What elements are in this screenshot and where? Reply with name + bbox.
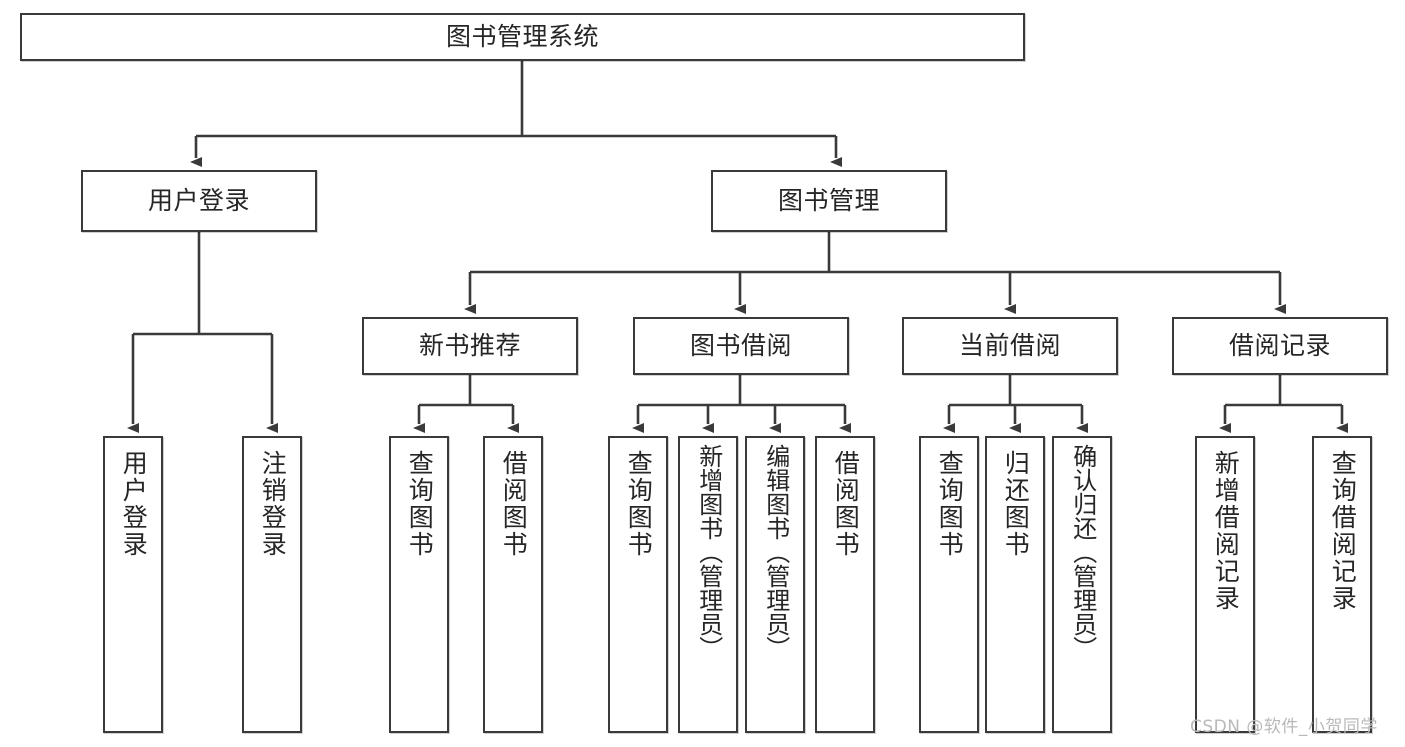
- node-book-manage[interactable]: 图书管理: [711, 170, 947, 232]
- node-leaf-query-book-2-label: 查询图书: [624, 450, 654, 558]
- node-leaf-user-logout-label: 注销登录: [258, 450, 288, 558]
- node-leaf-user-login[interactable]: 用户登录: [103, 436, 163, 733]
- node-leaf-borrow-book-2-label: 借阅图书: [831, 450, 861, 558]
- node-leaf-add-record-label: 新增借阅记录: [1211, 450, 1241, 612]
- node-leaf-query-book-3[interactable]: 查询图书: [919, 436, 979, 733]
- node-leaf-query-book-2[interactable]: 查询图书: [608, 436, 668, 733]
- node-leaf-return-book-label: 归还图书: [1001, 450, 1031, 558]
- node-current-borrow-label: 当前借阅: [958, 331, 1061, 360]
- node-leaf-confirm-return-label: 确认归还（管理员）: [1068, 444, 1097, 660]
- node-new-book-recommend-label: 新书推荐: [418, 331, 521, 360]
- node-leaf-query-record[interactable]: 查询借阅记录: [1312, 436, 1372, 733]
- node-root[interactable]: 图书管理系统: [20, 13, 1025, 61]
- node-book-manage-label: 图书管理: [777, 186, 880, 215]
- node-leaf-borrow-book-1-label: 借阅图书: [499, 450, 529, 558]
- node-borrow-record-label: 借阅记录: [1228, 331, 1331, 360]
- node-leaf-add-record[interactable]: 新增借阅记录: [1195, 436, 1255, 733]
- node-leaf-query-book-1[interactable]: 查询图书: [389, 436, 449, 733]
- csdn-watermark: CSDN @软件_小贺同学: [1190, 717, 1378, 737]
- node-leaf-edit-book-label: 编辑图书（管理员）: [761, 444, 790, 660]
- node-book-borrow[interactable]: 图书借阅: [633, 317, 849, 375]
- node-leaf-query-book-3-label: 查询图书: [935, 450, 965, 558]
- node-root-label: 图书管理系统: [445, 22, 599, 51]
- node-leaf-user-login-label: 用户登录: [119, 450, 149, 558]
- node-leaf-query-record-label: 查询借阅记录: [1328, 450, 1358, 612]
- node-user-login-label: 用户登录: [147, 186, 250, 215]
- node-leaf-confirm-return[interactable]: 确认归还（管理员）: [1052, 436, 1112, 733]
- node-leaf-user-logout[interactable]: 注销登录: [242, 436, 302, 733]
- node-leaf-borrow-book-2[interactable]: 借阅图书: [815, 436, 875, 733]
- node-current-borrow[interactable]: 当前借阅: [902, 317, 1118, 375]
- node-leaf-return-book[interactable]: 归还图书: [985, 436, 1045, 733]
- node-new-book-recommend[interactable]: 新书推荐: [362, 317, 578, 375]
- node-leaf-query-book-1-label: 查询图书: [405, 450, 435, 558]
- node-leaf-edit-book[interactable]: 编辑图书（管理员）: [745, 436, 805, 733]
- node-leaf-borrow-book-1[interactable]: 借阅图书: [483, 436, 543, 733]
- node-leaf-add-book-label: 新增图书（管理员）: [694, 444, 723, 660]
- node-borrow-record[interactable]: 借阅记录: [1172, 317, 1388, 375]
- node-book-borrow-label: 图书借阅: [689, 331, 792, 360]
- node-user-login[interactable]: 用户登录: [81, 170, 317, 232]
- node-leaf-add-book[interactable]: 新增图书（管理员）: [678, 436, 738, 733]
